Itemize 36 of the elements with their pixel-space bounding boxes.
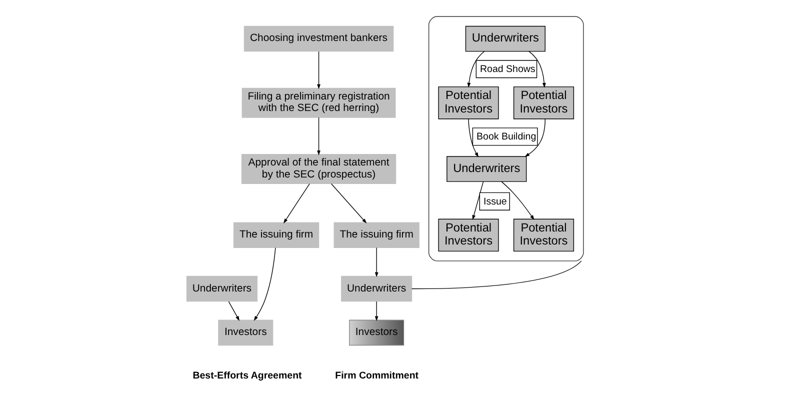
edge-label: Road Shows [480,64,536,75]
arrow [374,301,378,322]
node-box: Underwriters [465,26,546,52]
node-box: Investors [349,320,404,346]
arrow [317,51,320,90]
node-box: Choosing investment bankers [244,26,394,52]
label: Firm Commitment [335,370,419,382]
node-box: Underwriters [186,276,258,302]
node-box: Potential Investors [438,218,499,252]
arrow [524,118,546,157]
node-box: Investors [218,320,274,346]
arrow [467,51,485,88]
arrow [472,181,484,220]
node-box: Potential Investors [438,86,499,120]
connector [411,260,582,290]
arrow [283,183,310,224]
arrow [374,247,378,278]
node-box: Filing a preliminary registration with the SEC (red herring) [242,88,396,118]
node-box: Approval of the final statement by the SEC (prospectus) [241,154,396,184]
edge-label: Book Building [476,132,536,143]
node-box: Underwriters [341,276,412,302]
node-box: Underwriters [446,156,527,182]
arrow [330,183,367,224]
arrow [501,181,534,220]
edge-label: Issue [483,196,507,208]
label: Best-Efforts Agreement [192,370,302,382]
arrow [254,247,276,321]
node-box: Potential Investors [513,218,574,252]
node-box: Potential Investors [513,86,574,120]
node-box: The issuing firm [334,222,420,248]
arrow [228,301,240,321]
arrow [468,118,479,158]
cluster [428,16,584,262]
node-box: The issuing firm [233,222,320,248]
arrow [528,50,546,88]
arrow [317,117,320,156]
